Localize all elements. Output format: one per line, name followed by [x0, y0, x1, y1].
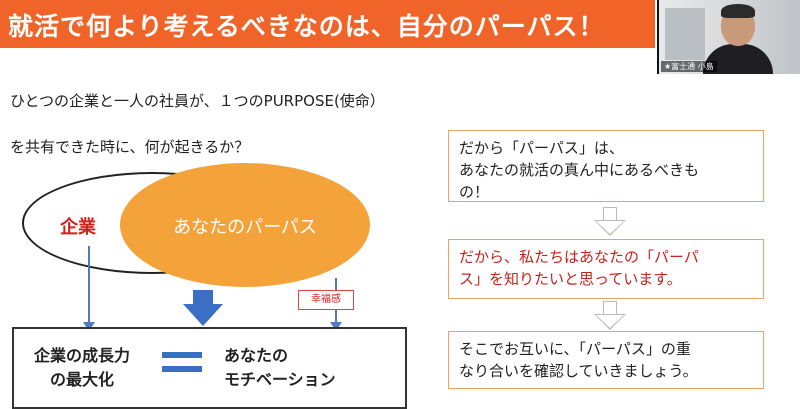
outcome-you-line-1: あなたの: [224, 346, 289, 365]
slide-title: 就活で何より考えるべきなのは、自分のパーパス！: [8, 12, 605, 41]
message-box-3-line-2: なり合いを確認していきましょう。: [459, 362, 698, 380]
message-box-1-line-3: の！: [459, 183, 490, 201]
company-arrow-line: [88, 246, 90, 324]
message-box-2-line-1: だから、私たちはあなたの「パーパ: [459, 248, 699, 266]
down-block-arrow-icon: [183, 290, 223, 326]
message-box-2-line-2: ス」を知りたいと思っています。: [459, 270, 682, 288]
participant-name-label: ★富士通 小島: [661, 61, 717, 72]
message-box-1-line-1: だから「パーパス」は、: [459, 139, 624, 157]
down-arrow-icon: [594, 301, 626, 331]
outcome-company-line-2: の最大化: [49, 370, 114, 389]
message-box-2: だから、私たちはあなたの「パーパ ス」を知りたいと思っています。: [448, 239, 764, 299]
outcome-you: あなたの モチベーション: [224, 344, 336, 392]
company-arrow-head: [83, 322, 95, 331]
purpose-arrow-head: [330, 322, 342, 331]
equals-icon: [162, 352, 202, 376]
purpose-ellipse: [120, 163, 370, 287]
slide-title-bar: [0, 0, 655, 48]
message-box-3-line-1: そこでお互いに、「パーパス」の重: [459, 340, 691, 358]
intro-line-2: を共有できた時に、何が起きるか？: [10, 138, 250, 156]
happiness-badge: 幸福感: [298, 290, 354, 310]
outcome-company: 企業の成長力 の最大化: [22, 344, 142, 392]
participant-video-tile[interactable]: ★富士通 小島: [657, 0, 800, 74]
company-label: 企業: [60, 217, 96, 238]
intro-line-1: ひとつの企業と一人の社員が、１つのPURPOSE(使命）: [10, 92, 385, 110]
message-box-1: だから「パーパス」は、 あなたの就活の真ん中にあるべきも の！: [448, 130, 764, 202]
purpose-label: あなたのパーパス: [173, 217, 317, 238]
outcome-company-line-1: 企業の成長力: [33, 346, 130, 365]
outcome-you-line-2: モチベーション: [224, 370, 336, 389]
down-arrow-icon: [594, 207, 626, 237]
message-box-3: そこでお互いに、「パーパス」の重 なり合いを確認していきましょう。: [448, 331, 764, 389]
video-shelf: [665, 8, 705, 60]
message-box-1-line-2: あなたの就活の真ん中にあるべきも: [459, 161, 700, 179]
participant-hair: [721, 4, 755, 18]
